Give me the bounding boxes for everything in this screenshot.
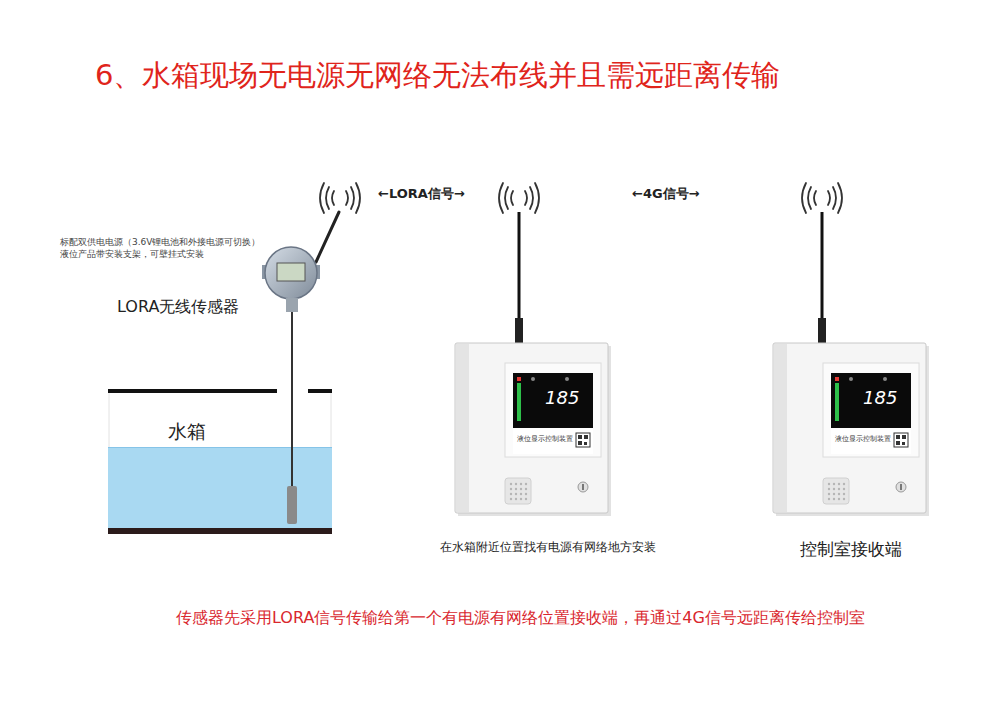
caption: 传感器先采用LORA信号传输给第一个有电源有网络位置接收端，再通过4G信号远距离…: [176, 608, 865, 627]
receiver-device: 185液位显示控制装置控制室接收端: [773, 343, 926, 513]
receiver-device: 185液位显示控制装置在水箱附近位置找有电源有网络地方安装: [455, 343, 608, 513]
sensor-label: LORA无线传感器: [117, 297, 239, 316]
panel-label: 液位显示控制装置: [835, 435, 891, 443]
tank-label: 水箱: [168, 420, 206, 443]
note-text: 液位产品带安装支架，可壁挂式安装: [60, 249, 204, 260]
note-text: 标配双供电电源（3.6V锂电池和外接电源可切换）: [60, 237, 260, 248]
device-caption: 控制室接收端: [800, 539, 902, 559]
sensor: LORA无线传感器: [263, 246, 319, 300]
display-value: 185: [545, 387, 579, 409]
device-caption: 在水箱附近位置找有电源有网络地方安装: [440, 540, 656, 554]
display-value: 185: [863, 387, 897, 409]
water-tank: 水箱: [108, 390, 332, 535]
signal-label: ←4G信号→: [632, 186, 700, 202]
panel-label: 液位显示控制装置: [517, 435, 573, 443]
page-title: 6、水箱现场无电源无网络无法布线并且需远距离传输: [95, 58, 780, 93]
signal-label: ←LORA信号→: [378, 186, 465, 202]
